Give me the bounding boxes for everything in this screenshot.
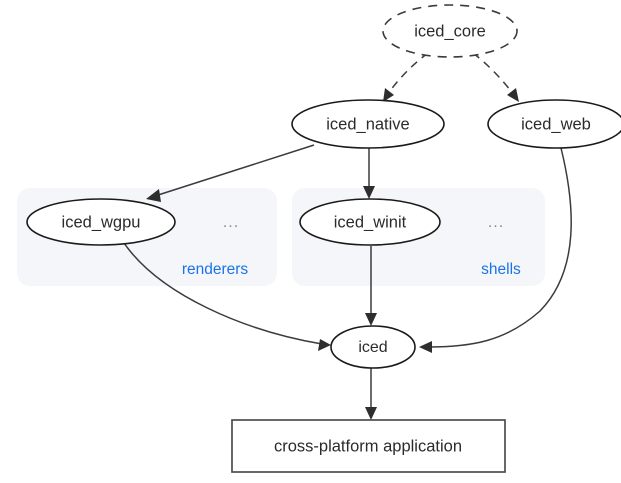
edge-iced-web-to-iced-arrowhead <box>419 341 432 353</box>
cluster-shells-ellipsis: ... <box>488 214 504 231</box>
node-iced-winit-shape[interactable] <box>299 198 441 246</box>
node-iced-wgpu-shape[interactable] <box>26 198 176 246</box>
node-iced-web[interactable]: iced_web <box>487 99 621 149</box>
edge-iced-core-to-iced-native-arrowhead <box>383 88 394 102</box>
edge-iced-native-to-iced-winit-arrowhead <box>363 186 375 199</box>
edge-iced-wgpu-to-iced <box>123 242 331 351</box>
node-iced-wgpu[interactable]: iced_wgpu <box>26 198 176 246</box>
node-application[interactable]: cross-platform application <box>231 419 506 473</box>
node-iced-native-shape[interactable] <box>291 99 445 149</box>
edge-iced-core-to-iced-web-arrowhead <box>507 88 519 102</box>
edge-iced-native-to-iced-wgpu-arrowhead <box>146 189 161 202</box>
node-iced-winit[interactable]: iced_winit <box>299 198 441 246</box>
node-iced-web-shape[interactable] <box>487 99 621 149</box>
edge-iced-core-to-iced-native-line <box>386 52 429 96</box>
cluster-renderers-label: renderers <box>182 261 249 278</box>
edge-iced-native-to-iced-wgpu <box>146 144 315 202</box>
node-iced[interactable]: iced <box>330 325 416 369</box>
cluster-renderers-ellipsis: ... <box>223 214 239 231</box>
node-iced-core[interactable]: iced_core <box>382 4 518 58</box>
node-iced-core-shape[interactable] <box>382 4 518 58</box>
edge-iced-core-to-iced-web-line <box>472 52 515 96</box>
edge-iced-web-to-iced-line <box>427 147 572 348</box>
edge-iced-web-to-iced <box>419 147 572 353</box>
edge-iced-wgpu-to-iced-line <box>123 242 323 345</box>
node-application-shape[interactable] <box>231 419 506 473</box>
edge-iced-native-to-iced-winit <box>363 148 375 199</box>
edge-iced-to-application-arrowhead <box>365 407 377 420</box>
edge-iced-core-to-iced-web <box>472 52 519 102</box>
edge-iced-to-application <box>365 368 377 420</box>
edge-iced-native-to-iced-wgpu-line <box>154 144 315 197</box>
edge-iced-core-to-iced-native <box>383 52 429 102</box>
edge-iced-winit-to-iced <box>365 246 377 326</box>
node-iced-shape[interactable] <box>330 325 416 369</box>
edge-iced-winit-to-iced-arrowhead <box>365 313 377 326</box>
edge-iced-wgpu-to-iced-arrowhead <box>318 339 331 351</box>
cluster-shells-label: shells <box>481 261 521 278</box>
node-iced-native[interactable]: iced_native <box>291 99 445 149</box>
